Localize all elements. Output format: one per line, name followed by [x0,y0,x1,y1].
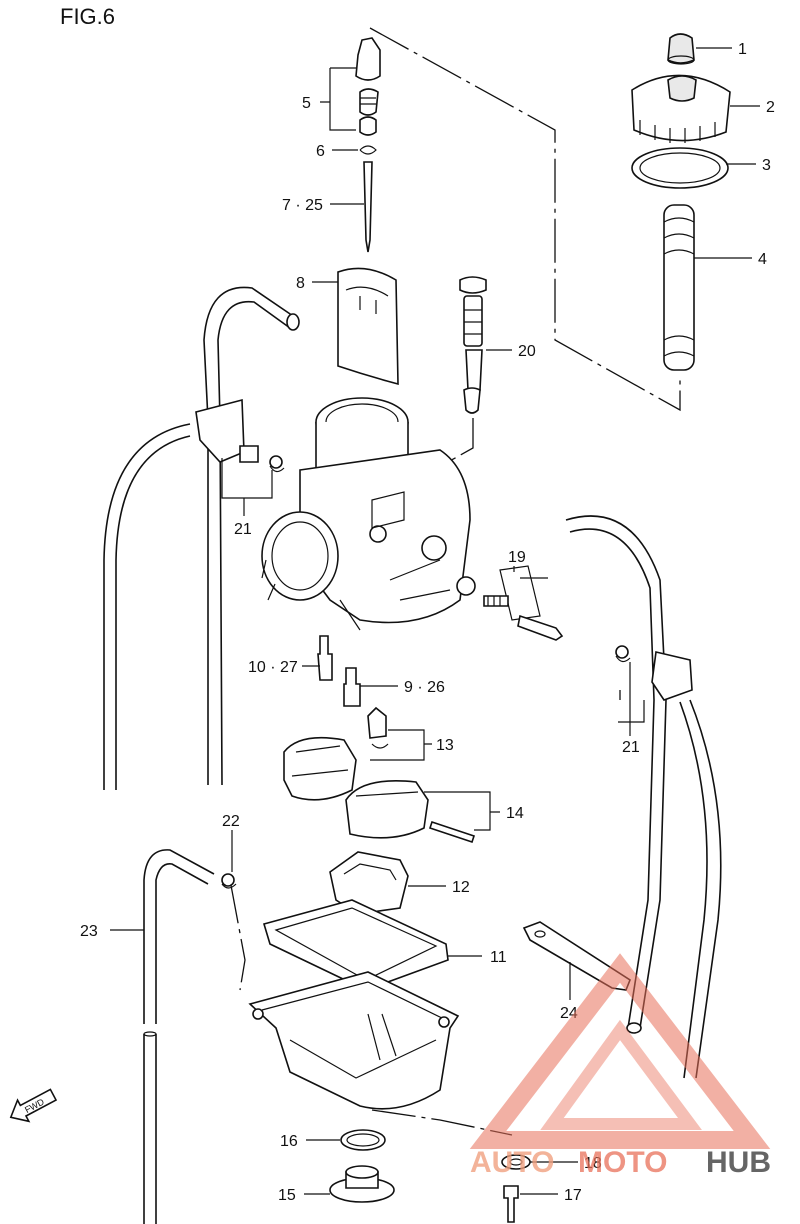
callout-23: 23 [80,923,98,940]
part-2-top-cap [631,74,731,143]
part-1-cap-top [667,33,695,65]
part-7-jet-needle [363,161,373,253]
part-15-drain-plug [329,1165,395,1203]
part-21-clip-left [269,455,285,473]
left-vent-hoses [103,286,300,790]
part-23-overflow-hose [143,849,215,1224]
float-chamber [248,971,460,1110]
callout-22: 22 [222,813,240,830]
callout-20: 20 [518,343,536,360]
callout-19: 19 [508,549,526,566]
callout-3: 3 [762,157,771,174]
part-6-e-clip [359,145,377,155]
callout-15: 15 [278,1187,296,1204]
part-18-washer [501,1154,531,1170]
part-3-o-ring [631,147,729,189]
part-14-float [283,736,476,844]
watermark-text-moto: MOTO [578,1146,667,1179]
callout-1: 1 [738,41,747,58]
callout-17: 17 [564,1187,582,1204]
part-4-cable-adjuster [663,204,695,371]
callout-12: 12 [452,879,470,896]
watermark-logo: AUTO MOTO HUB [469,953,771,1179]
callout-10-27: 10 · 27 [248,659,298,676]
callout-11: 11 [490,949,507,966]
callout-7-25: 7 · 25 [282,197,323,214]
leader-lines [110,47,760,1195]
callout-16: 16 [280,1133,298,1150]
callout-21-right: 21 [622,739,640,756]
callout-18: 18 [584,1155,602,1172]
fwd-direction-badge: FWD [9,1088,58,1123]
part-5-needle-holder [355,37,381,136]
part-12-valve-cover [329,851,409,915]
figure-title: FIG.6 [60,4,115,29]
callout-6: 6 [316,143,325,160]
carburetor-body [261,397,476,631]
part-16-o-ring [340,1129,386,1151]
part-20-stop-screw [459,276,487,414]
part-13-pilot-jet [367,706,389,749]
watermark-text-hub: HUB [706,1146,771,1179]
callout-2: 2 [766,99,775,116]
callout-21-left: 21 [234,521,252,538]
part-21-clip-right [615,645,631,663]
callout-4: 4 [758,251,767,268]
part-17-bolt [503,1185,519,1223]
part-19-air-screw-set [483,565,564,641]
callout-13: 13 [436,737,454,754]
part-22-clamp [221,873,237,889]
part-10-needle-jet [317,635,333,681]
part-9-main-jet [343,667,361,707]
callout-labels: 1 2 3 4 5 6 7 · 25 8 20 21 19 10 · 27 9 … [80,41,775,1204]
part-11-gasket [262,899,449,991]
callout-8: 8 [296,275,305,292]
right-vent-hoses [565,515,722,1079]
callout-5: 5 [302,95,311,112]
part-8-throttle-valve [337,267,399,386]
callout-14: 14 [506,805,524,822]
watermark-text-auto: AUTO [470,1146,554,1179]
callout-9-26: 9 · 26 [404,679,445,696]
